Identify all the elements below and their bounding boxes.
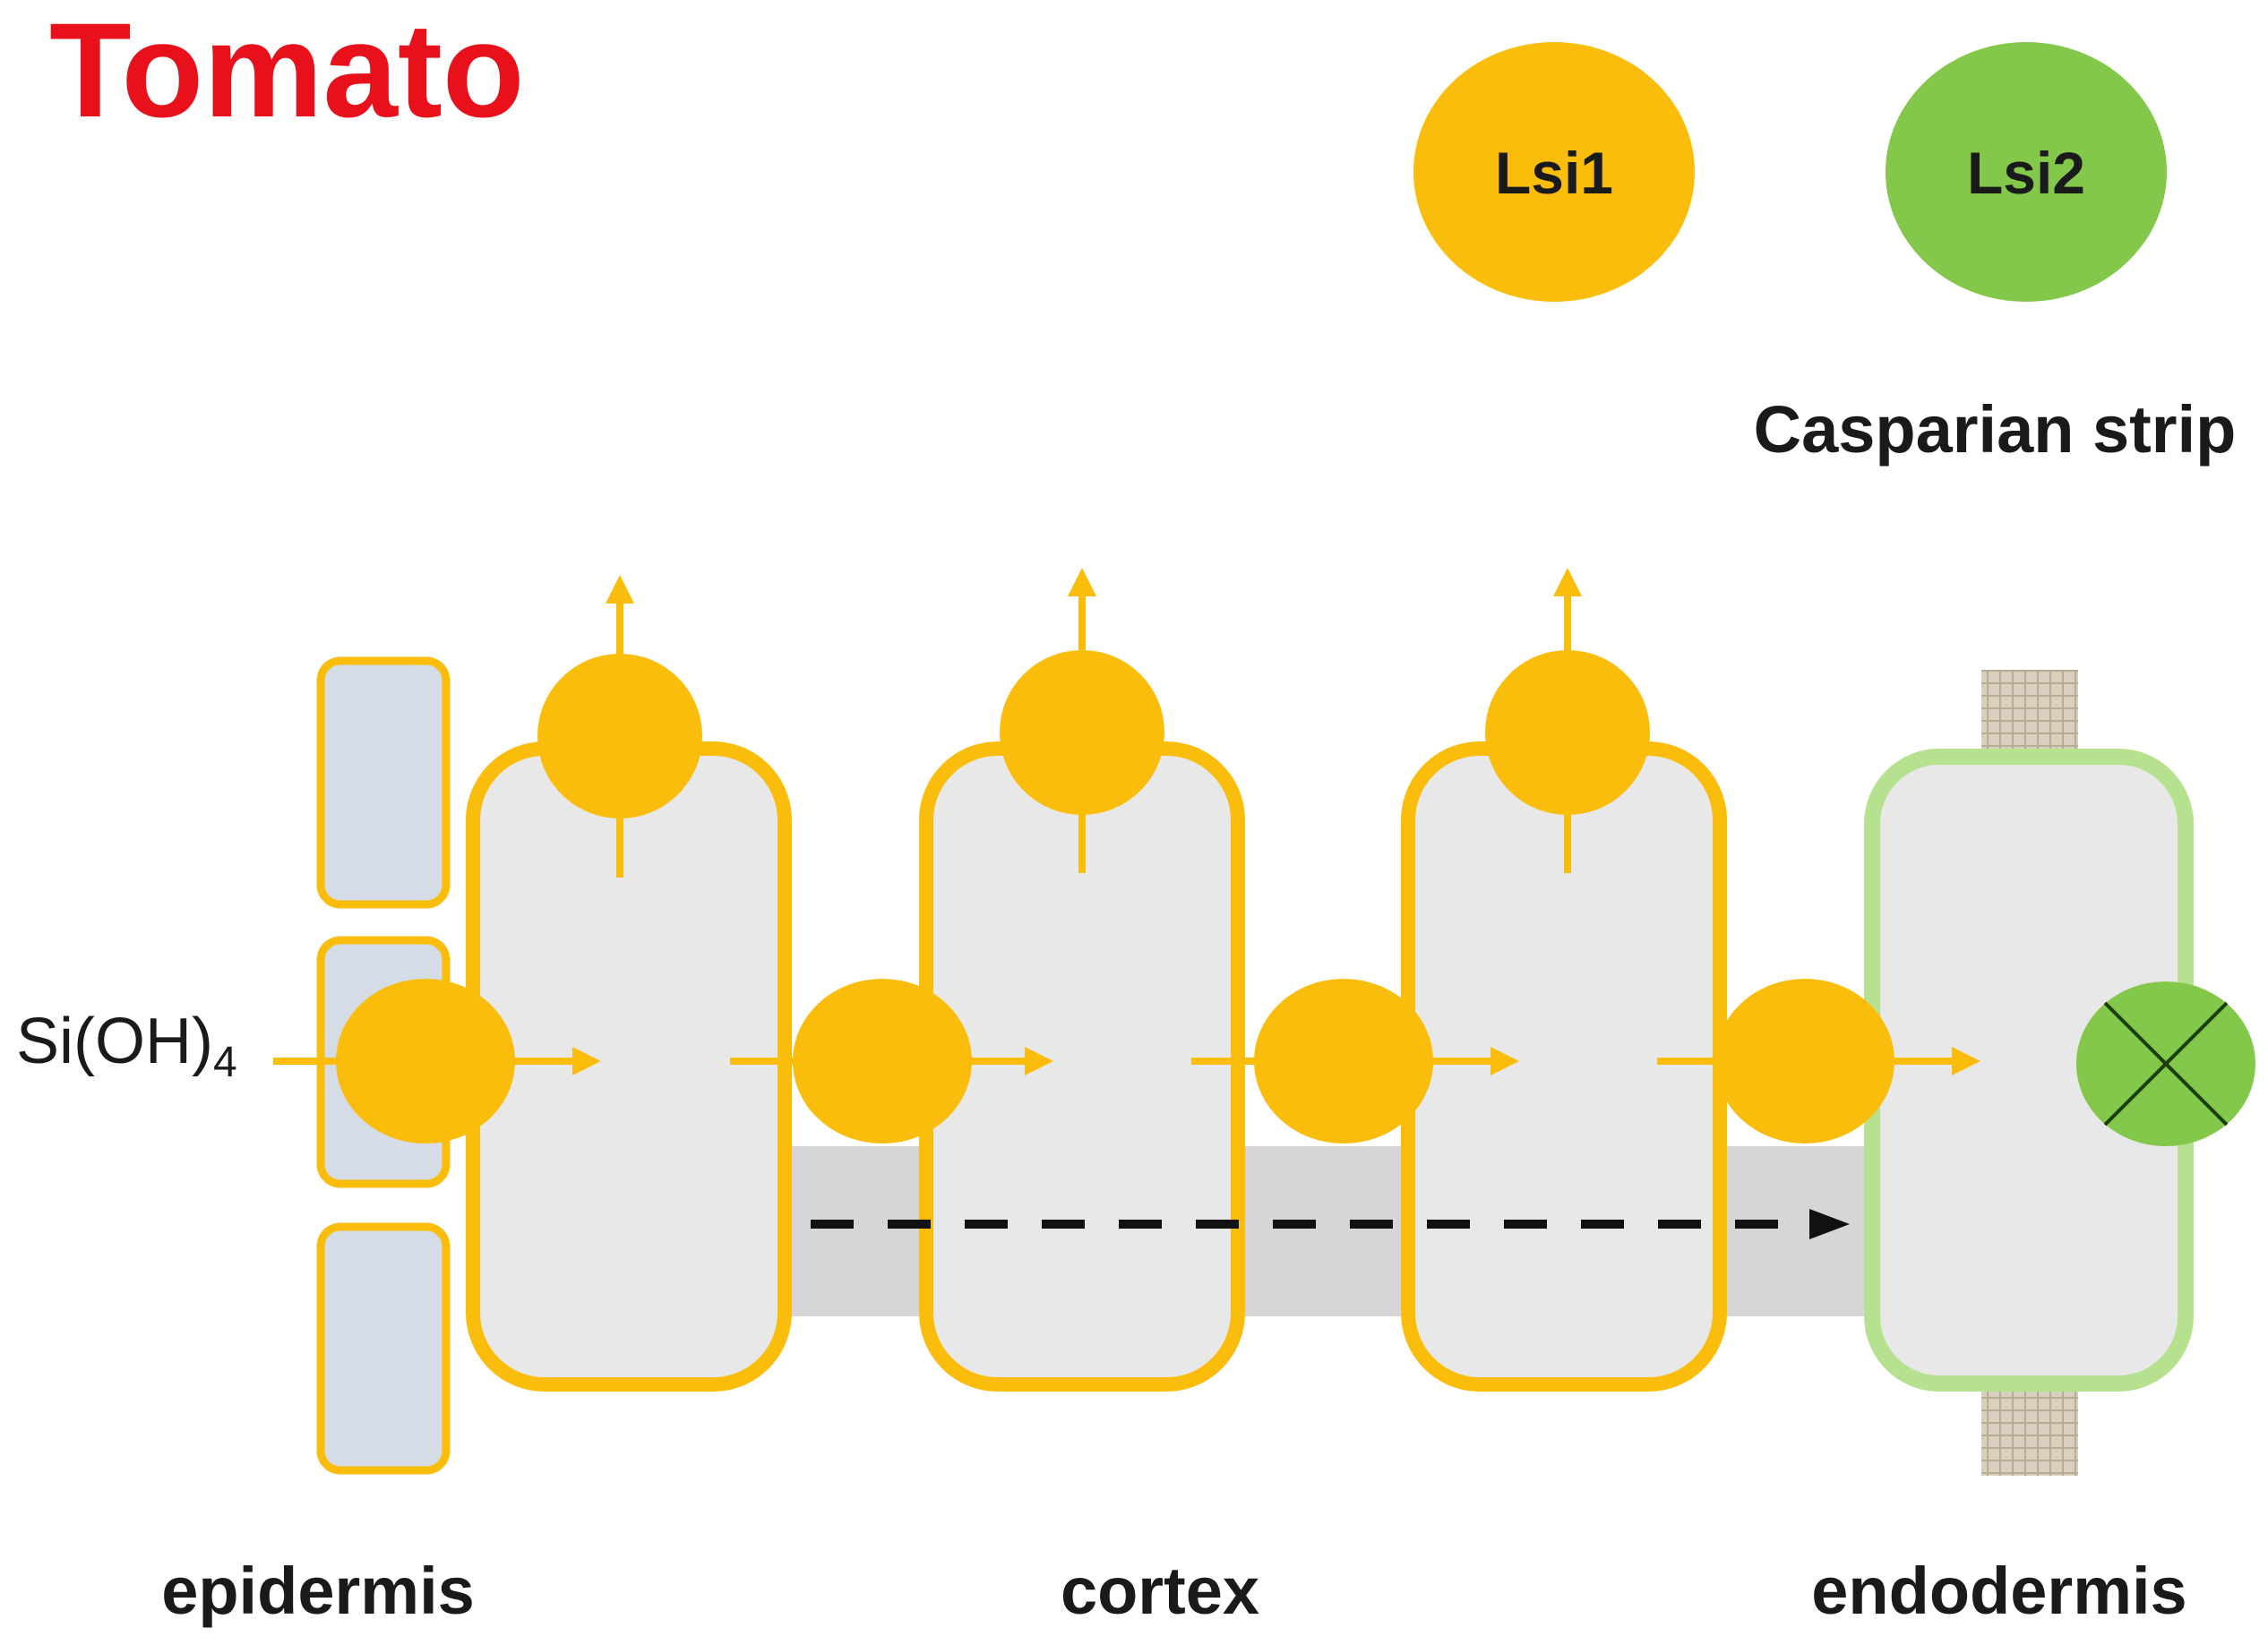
casparian-strip-label: Casparian strip — [1754, 392, 2237, 467]
endodermis-label: endodermis — [1811, 1554, 2186, 1628]
cortex-cells — [466, 741, 1727, 1392]
casparian-strip-top — [1981, 670, 2078, 759]
lsi2-transporter — [2076, 981, 2255, 1146]
casparian-strip-bottom — [1981, 1384, 2078, 1476]
substrate-label: Si(OH)4 — [16, 1006, 237, 1086]
lsi1-top-transporters — [537, 650, 1650, 818]
cortex-label: cortex — [1061, 1554, 1259, 1628]
legend: Lsi1 Lsi2 Casparian strip — [1413, 42, 2236, 467]
lsi1-transporter — [793, 979, 972, 1144]
apoplastic-flow-arrow — [811, 1209, 1850, 1239]
page-title: Tomato — [49, 0, 525, 145]
lsi1-top-transporter — [537, 654, 702, 818]
epidermis-label: epidermis — [161, 1554, 475, 1628]
lsi1-middle-transporters — [336, 979, 1894, 1144]
lsi1-top-transporter — [1485, 650, 1650, 815]
lsi1-legend-label: Lsi1 — [1495, 140, 1613, 206]
lsi1-transporter — [1715, 979, 1894, 1144]
lsi2-legend-label: Lsi2 — [1967, 140, 2085, 206]
lsi1-legend-icon — [1413, 42, 1695, 302]
lsi1-transporter — [1254, 979, 1433, 1144]
lsi1-transporter — [336, 979, 515, 1144]
lsi2-legend-icon — [1886, 42, 2167, 302]
lsi1-top-transporter — [1000, 650, 1164, 815]
